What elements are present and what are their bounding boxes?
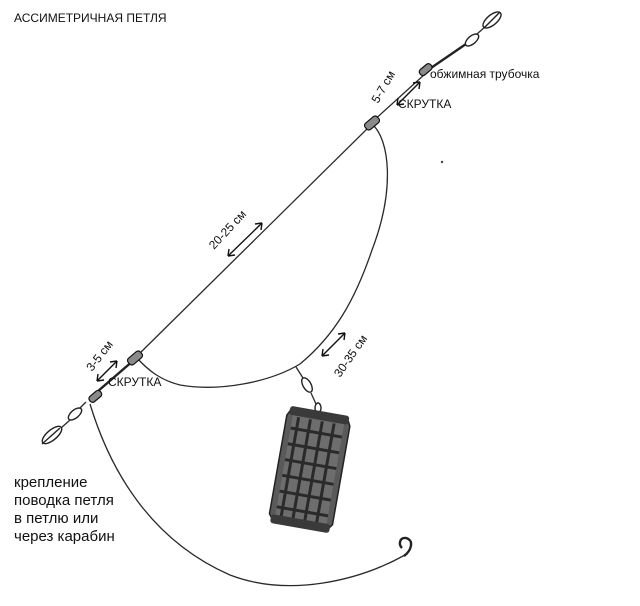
feeder-snap [295,366,322,414]
label-twist-upper: СКРУТКА [398,97,451,111]
lower-twist [126,350,144,366]
feeder-cage [268,406,351,533]
note-line-2: поводка петля [14,492,114,509]
lower-swivel [41,401,87,445]
label-feeder-segment: 30-35 см [331,332,370,380]
label-twist-lower: СКРУТКА [108,375,161,389]
arrow-lower-short [96,360,118,382]
arrow-upper-short [396,81,421,106]
arrow-feeder-segment [321,332,346,357]
label-lower-short: 3-5 см [83,338,116,374]
note-line-1: крепление [14,474,87,491]
label-main-segment: 20-25 см [206,207,249,252]
note-line-3: в петлю или [14,510,98,527]
stray-dot [440,160,444,164]
lower-crimp-tube [88,389,103,403]
attachment-note: крепление поводка петля в петлю или чере… [14,474,115,545]
loop-arc [136,123,389,388]
diagram-title: АССИМЕТРИЧНАЯ ПЕТЛЯ [14,11,167,25]
upper-swivel [464,11,502,47]
arrow-main-segment [227,222,263,257]
label-upper-short: 5-7 см [368,68,398,105]
label-crimp-tube: обжимная трубочка [430,67,540,81]
upper-twist [363,115,381,131]
upper-crimp-tube [418,63,433,77]
note-line-4: через карабин [14,528,115,545]
hook-leader [89,403,406,587]
hook-icon [398,536,413,557]
